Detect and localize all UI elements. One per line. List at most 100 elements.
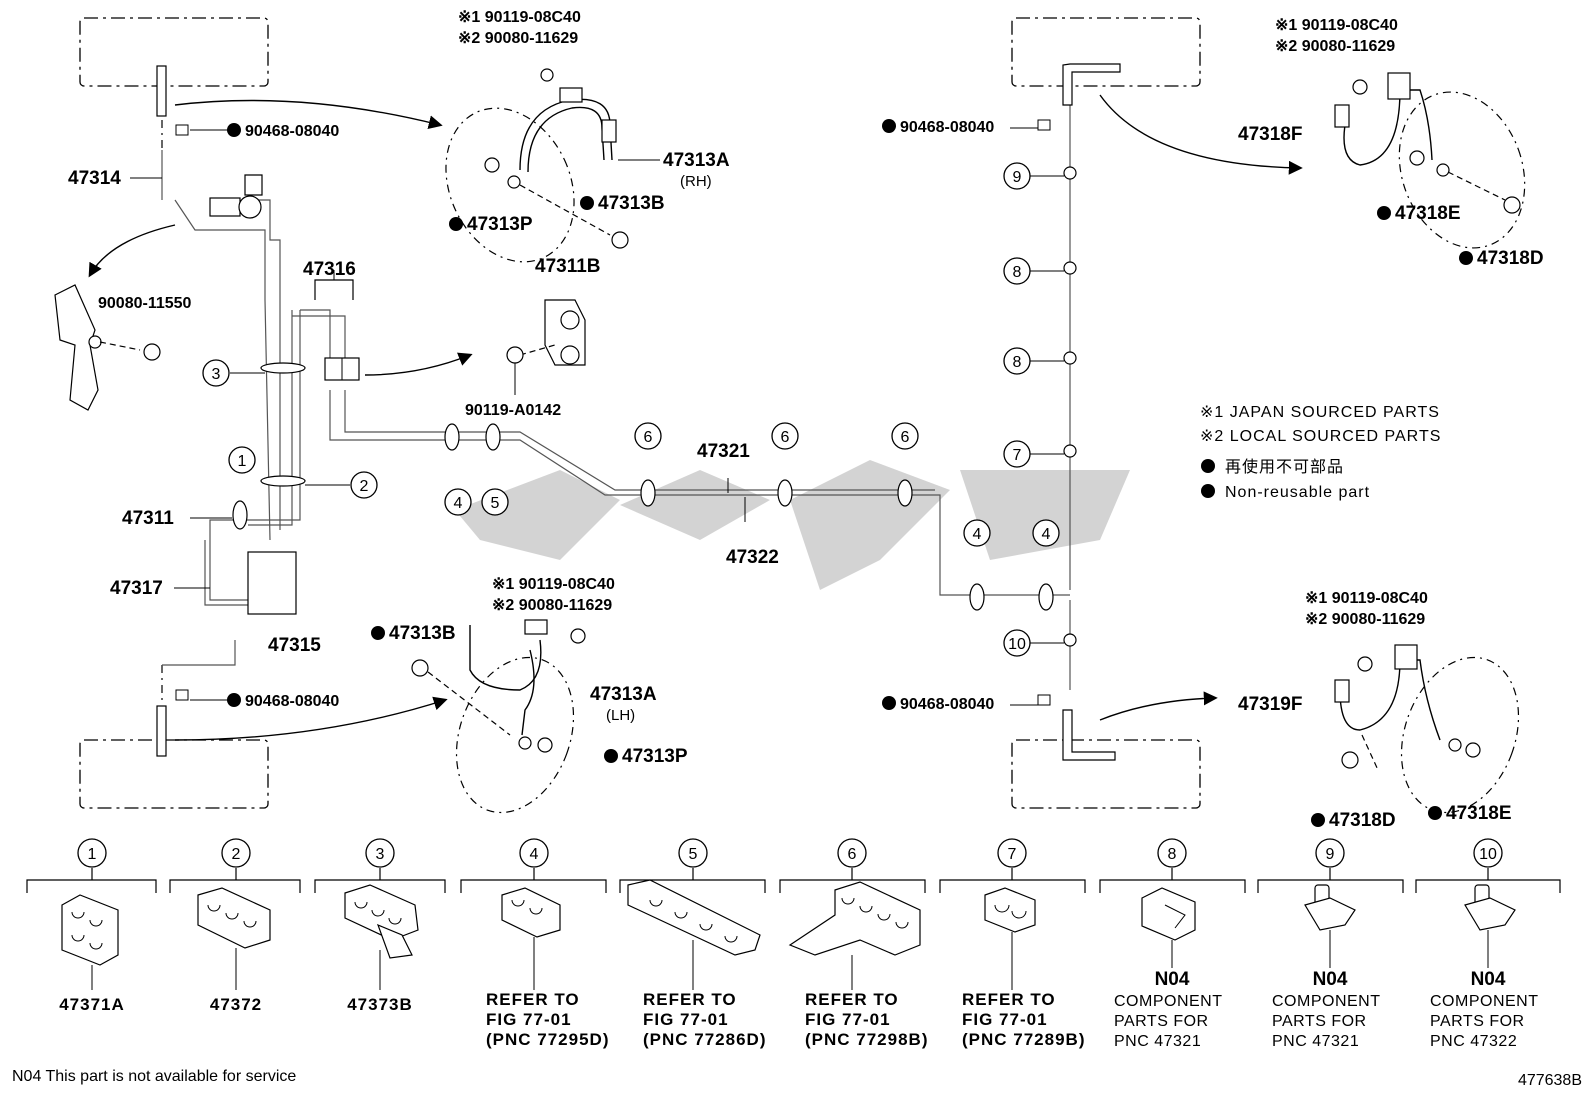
pipe-bundle-left [162, 199, 1070, 666]
clip-label-7-line-3: (PNC 77289B) [962, 1030, 1086, 1049]
label-90468-br: 90468-08040 [900, 696, 994, 713]
front-lh-hose [411, 619, 586, 814]
label-47313a-rh: 47313A [663, 150, 730, 171]
label-47311b: 47311B [535, 256, 601, 277]
clip-47372-icon [197, 887, 271, 990]
clip-n04-10-icon [1464, 884, 1516, 968]
label-47314: 47314 [68, 168, 121, 189]
clip-label-9-line-1: N04 [1313, 969, 1348, 990]
label-47313p-lh: 47313P [622, 746, 688, 767]
label-tr-note-1: ※1 90119-08C40 [1275, 17, 1398, 34]
front-pipe-bottom [156, 665, 189, 757]
label-rh: (RH) [680, 173, 712, 190]
clip-number-9: 9 [1326, 846, 1335, 863]
clip-number-3: 3 [376, 846, 385, 863]
part-labels: 90468-08040 47314 90080-11550 47316 4731… [68, 9, 1544, 831]
legend: ※1 JAPAN SOURCED PARTS ※2 LOCAL SOURCED … [1200, 404, 1441, 501]
clip-number-2: 2 [232, 846, 241, 863]
junction-block-47316 [314, 270, 360, 381]
clip-number-4: 4 [530, 846, 539, 863]
callout-8: 8 [1013, 354, 1022, 371]
label-90080-11550: 90080-11550 [98, 295, 192, 312]
clip-label-6-line-3: (PNC 77298B) [805, 1030, 929, 1049]
clip-label-1: 47371A [59, 995, 125, 1014]
callout-9: 9 [1013, 169, 1022, 186]
rear-upper-hose [1334, 72, 1526, 249]
clip-77298b-icon [788, 881, 921, 990]
clip-label-8-line-3: PARTS FOR [1114, 1013, 1209, 1030]
clip-label-8-line-4: PNC 47321 [1114, 1033, 1201, 1050]
leader-lines [130, 127, 1064, 706]
label-lh: (LH) [606, 707, 635, 724]
clip-77286d-icon [627, 879, 761, 990]
clip-catalogue: 1 2 3 4 5 6 7 8 9 10 [26, 838, 1561, 1050]
clip-label-10-line-2: COMPONENT [1430, 993, 1539, 1010]
clip-number-8: 8 [1168, 846, 1177, 863]
label-47318d-tr: 47318D [1477, 248, 1544, 269]
label-47313b-rh: 47313B [598, 193, 665, 214]
callout-8: 8 [1013, 264, 1022, 281]
label-90468-tr: 90468-08040 [900, 119, 994, 136]
label-47315: 47315 [268, 635, 321, 656]
nonreusable-bullet-icon [1377, 206, 1391, 220]
label-47322: 47322 [726, 547, 779, 568]
callout-4: 4 [454, 495, 463, 512]
clip-47371a-icon [61, 894, 119, 990]
clip-number-7: 7 [1008, 846, 1017, 863]
front-pipe-top [156, 65, 189, 200]
label-br-note-1: ※1 90119-08C40 [1305, 590, 1428, 607]
clip-number-1: 1 [88, 846, 97, 863]
clip-n04-9-icon [1304, 884, 1356, 968]
label-lh-note-1: ※1 90119-08C40 [492, 576, 615, 593]
callout-4: 4 [973, 526, 982, 543]
nonreusable-bullet-icon [1428, 806, 1442, 820]
mounting-bracket [54, 284, 161, 411]
label-47313a-lh: 47313A [590, 684, 657, 705]
clip-label-3: 47373B [347, 995, 413, 1014]
clip-label-7-line-1: REFER TO [962, 990, 1056, 1009]
nonreusable-bullet-icon [227, 693, 241, 707]
label-47316: 47316 [303, 259, 356, 280]
nonreusable-bullet-icon [1459, 251, 1473, 265]
label-90119-a0142: 90119-A0142 [465, 402, 561, 419]
label-47318e-tr: 47318E [1395, 203, 1461, 224]
front-left-wheel-box-bottom [79, 739, 269, 809]
legend-note-1: ※1 JAPAN SOURCED PARTS [1200, 404, 1440, 421]
clip-77289b-icon [984, 887, 1036, 990]
pipe-rear-vertical [1037, 63, 1121, 761]
label-lh-note-2: ※2 90080-11629 [492, 597, 612, 614]
label-rh-note-2: ※2 90080-11629 [458, 30, 578, 47]
legend-note-2: ※2 LOCAL SOURCED PARTS [1200, 428, 1441, 445]
clip-label-9-line-3: PARTS FOR [1272, 1013, 1367, 1030]
nonreusable-bullet-icon [1201, 484, 1215, 498]
clip-label-9-line-4: PNC 47321 [1272, 1033, 1359, 1050]
clip-label-8-line-2: COMPONENT [1114, 993, 1223, 1010]
label-90468-bl: 90468-08040 [245, 693, 339, 710]
clip-label-2: 47372 [210, 995, 262, 1014]
label-47319f: 47319F [1238, 694, 1302, 715]
callout-3: 3 [212, 366, 221, 383]
callout-6: 6 [781, 429, 790, 446]
nonreusable-bullet-icon [371, 626, 385, 640]
label-47313b-lh: 47313B [389, 623, 456, 644]
clip-number-10: 10 [1479, 846, 1497, 863]
nonreusable-bullet-icon [580, 196, 594, 210]
clip-label-6-line-1: REFER TO [805, 990, 899, 1009]
clip-label-4-line-3: (PNC 77295D) [486, 1030, 610, 1049]
front-rh-hose [445, 68, 629, 263]
callout-4: 4 [1042, 526, 1051, 543]
nonreusable-bullet-icon [1201, 459, 1215, 473]
label-47318f: 47318F [1238, 124, 1302, 145]
bracket-47311b [506, 299, 586, 395]
clip-label-10-line-3: PARTS FOR [1430, 1013, 1525, 1030]
clip-label-6-line-2: FIG 77-01 [805, 1010, 891, 1029]
clip-n04-8-icon [1141, 887, 1196, 968]
label-47318d-br: 47318D [1329, 810, 1396, 831]
footer-note: N04 This part is not available for servi… [12, 1068, 296, 1085]
nonreusable-bullet-icon [449, 217, 463, 231]
callout-2: 2 [360, 478, 369, 495]
label-47317: 47317 [110, 578, 163, 599]
nonreusable-bullet-icon [604, 749, 618, 763]
clip-number-5: 5 [689, 846, 698, 863]
